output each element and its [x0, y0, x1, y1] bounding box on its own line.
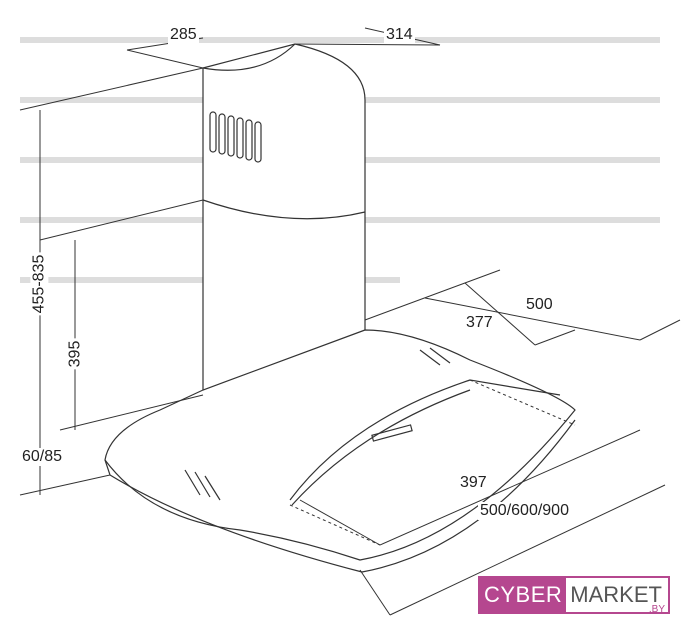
dim-glass-width: 397	[458, 474, 489, 492]
dim-top-width: 314	[384, 26, 415, 44]
logo-suffix: .BY	[648, 604, 665, 615]
dim-chimney-height: 395	[66, 338, 85, 370]
dim-canopy-depth: 500	[524, 296, 555, 314]
dim-total-width: 500/600/900	[478, 502, 571, 520]
dim-total-height: 455-835	[30, 252, 49, 316]
canopy	[104, 329, 576, 573]
control-buttons	[371, 424, 413, 442]
chimney	[202, 43, 366, 419]
dim-canopy-height: 60/85	[20, 448, 65, 466]
dim-top-depth: 285	[168, 26, 199, 44]
logo-part1: CYBER	[480, 578, 567, 612]
dim-inner-depth: 377	[464, 314, 495, 332]
logo-part2: MARKET.BY	[566, 578, 668, 615]
logo-part2-text: MARKET	[570, 582, 662, 607]
vent-slots-icon	[209, 111, 262, 163]
cybermarket-logo: CYBER MARKET.BY	[478, 576, 670, 615]
